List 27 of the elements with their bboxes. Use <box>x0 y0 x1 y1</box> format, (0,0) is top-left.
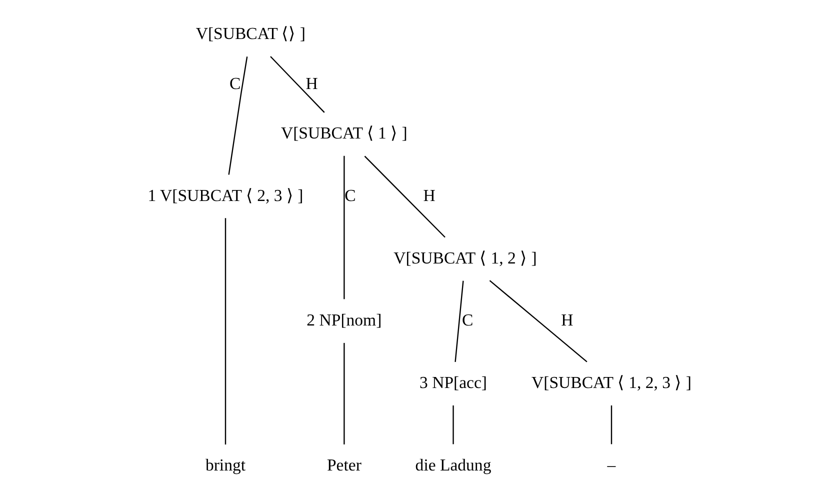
edge-label: C <box>344 186 356 205</box>
connector <box>452 405 454 444</box>
node-text: V[SUBCAT ⟨⟩ ] <box>195 24 305 44</box>
edge-label: H <box>422 186 435 205</box>
edge-label: C <box>462 310 473 330</box>
node-text: 2 NP[nom] <box>306 310 382 330</box>
connector <box>228 56 248 175</box>
node-text: V[SUBCAT ⟨ 1, 2 ⟩ ] <box>393 248 536 268</box>
connector <box>343 156 344 300</box>
connector <box>343 342 344 444</box>
connector <box>364 156 445 238</box>
edge-label: C <box>229 74 240 93</box>
node-text: 1 V[SUBCAT ⟨ 2, 3 ⟩ ] <box>147 186 303 205</box>
node-text: – <box>606 456 616 475</box>
connector <box>454 280 464 362</box>
node-text: Peter <box>326 456 361 475</box>
connector <box>610 405 612 444</box>
node-text: die Ladung <box>414 456 491 475</box>
connector <box>270 56 324 113</box>
node-text: V[SUBCAT ⟨ 1 ⟩ ] <box>280 124 407 143</box>
connector <box>488 280 587 362</box>
connector <box>224 218 226 445</box>
edge-label: H <box>560 310 573 330</box>
node-text: bringt <box>204 456 246 475</box>
node-text: 3 NP[acc] <box>419 372 487 392</box>
node-text: V[SUBCAT ⟨ 1, 2, 3 ⟩ ] <box>531 372 691 392</box>
edge-label: H <box>305 74 318 93</box>
